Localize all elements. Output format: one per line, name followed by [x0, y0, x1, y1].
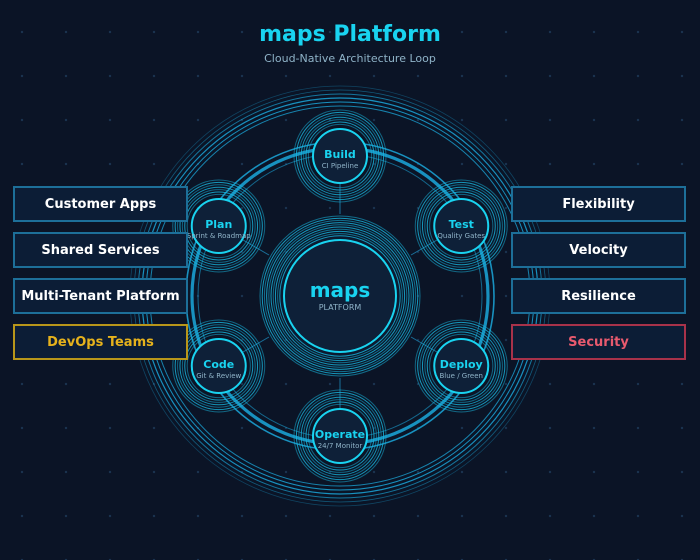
- left-box-shared-services[interactable]: Shared Services: [13, 232, 188, 268]
- stage-sub: 24/7 Monitor: [318, 442, 363, 450]
- right-box-flexibility[interactable]: Flexibility: [511, 186, 686, 222]
- page-subtitle: Cloud-Native Architecture Loop: [264, 52, 436, 65]
- right-box-security[interactable]: Security: [511, 324, 686, 360]
- left-box-customer-apps[interactable]: Customer Apps: [13, 186, 188, 222]
- stage-name: Test: [449, 218, 474, 231]
- stage-sub: Blue / Green: [439, 372, 483, 380]
- stage-sub: CI Pipeline: [322, 162, 359, 170]
- right-box-resilience[interactable]: Resilience: [511, 278, 686, 314]
- left-box-devops-teams[interactable]: DevOps Teams: [13, 324, 188, 360]
- center-hub[interactable]: maps PLATFORM: [259, 215, 421, 377]
- stage-name: Deploy: [440, 358, 483, 371]
- stage-name: Code: [203, 358, 234, 371]
- center-name: maps: [310, 278, 371, 302]
- stage-name: Plan: [205, 218, 232, 231]
- stage-sub: Git & Review: [196, 372, 241, 380]
- page-title: maps Platform: [259, 22, 441, 47]
- left-box-multi-tenant-platform[interactable]: Multi-Tenant Platform: [13, 278, 188, 314]
- stage-sub: Quality Gates: [437, 232, 485, 240]
- spokes: [242, 184, 438, 408]
- stage-name: Build: [324, 148, 356, 161]
- center-label: PLATFORM: [319, 303, 362, 312]
- stage-name: Operate: [315, 428, 365, 441]
- right-box-velocity[interactable]: Velocity: [511, 232, 686, 268]
- stage-sub: Sprint & Roadmap: [187, 232, 251, 240]
